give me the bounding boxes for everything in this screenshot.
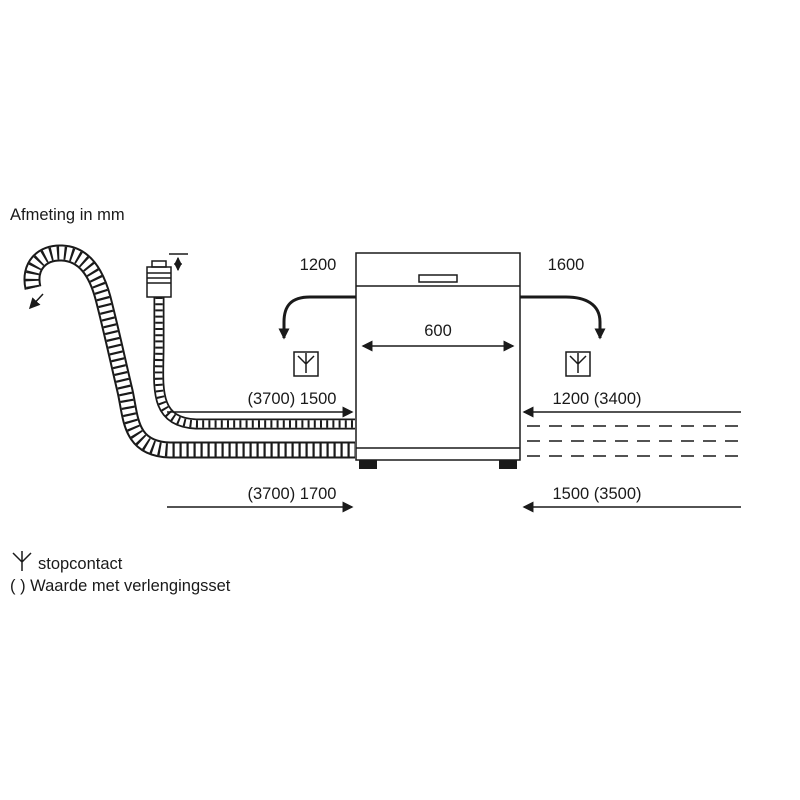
supply-hose (153, 297, 355, 430)
dimension-left-lower-label: (3700) 1700 (248, 485, 337, 503)
width-label: 600 (424, 322, 452, 340)
aquastop-box (146, 253, 188, 298)
dimension-left-upper-label: (3700) 1500 (248, 390, 337, 408)
socket-legend-icon (12, 551, 32, 571)
drain-hose (23, 244, 355, 459)
dimension-right-upper: 1200 (3400) (522, 390, 741, 418)
dimension-left-lower: (3700) 1700 (167, 485, 354, 513)
power-cord-left: 1200 (278, 256, 356, 340)
legend-socket-label: stopcontact (38, 555, 123, 573)
drain-direction-arrow (28, 293, 44, 310)
legend: stopcontact ( ) Waarde met verlengingsse… (10, 551, 231, 595)
diagram-title: Afmeting in mm (10, 206, 125, 224)
power-cord-right: 1600 (520, 256, 606, 340)
socket-fork-glyph (297, 353, 315, 373)
appliance-foot-right (499, 460, 517, 469)
dimension-right-lower-label: 1500 (3500) (553, 485, 642, 503)
appliance-outline (355, 252, 521, 469)
legend-extension-note: ( ) Waarde met verlengingsset (10, 577, 231, 595)
extension-hose-dashes (527, 425, 742, 457)
appliance-handle (418, 274, 458, 283)
socket-symbol-right (565, 351, 591, 377)
socket-fork-glyph (569, 353, 587, 373)
cord-right-label: 1600 (548, 256, 585, 274)
dimension-right-lower: 1500 (3500) (522, 485, 741, 513)
dimension-right-upper-label: 1200 (3400) (553, 390, 642, 408)
dimension-left-upper: (3700) 1500 (167, 390, 354, 418)
cord-left-label: 1200 (300, 256, 337, 274)
aquastop-connector (151, 260, 167, 268)
socket-symbol-left (293, 351, 319, 377)
appliance-foot-left (359, 460, 377, 469)
appliance-width-dimension: 600 (361, 322, 515, 352)
